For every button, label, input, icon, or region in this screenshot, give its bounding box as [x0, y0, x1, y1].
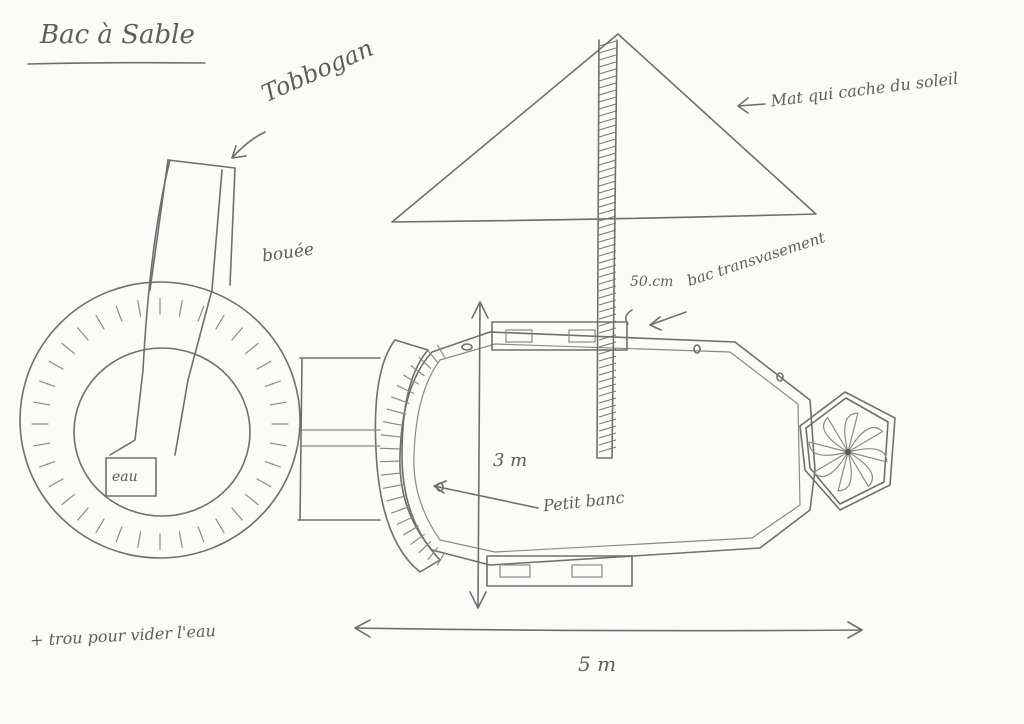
sandbox-body: [399, 331, 816, 566]
label-eau: eau: [112, 469, 138, 485]
tobbogan-slide: [109, 159, 236, 456]
drawing-title: Bac à Sable: [40, 20, 195, 50]
annotation-arrows: [231, 97, 766, 509]
label-height-50cm: 50.cm: [630, 274, 674, 290]
petit-banc-slats: [379, 344, 446, 566]
connector-tube: [297, 357, 381, 521]
rim-bolts: [436, 343, 784, 492]
petit-banc-shape: [374, 339, 441, 573]
bouee-ring: [19, 281, 301, 559]
sandbox-inner-wall: [413, 343, 801, 553]
eau-box: [105, 457, 157, 497]
title-underline: [27, 61, 206, 65]
label-width-3m: 3 m: [493, 450, 528, 471]
pinwheel: [799, 391, 896, 511]
umbrella-canopy: [391, 33, 817, 223]
dimension-5m: [354, 619, 863, 639]
label-length-5m: 5 m: [578, 652, 617, 676]
dimension-3m: [469, 301, 489, 609]
umbrella-pole: [596, 39, 618, 459]
transvasement-bin-bottom: [486, 555, 633, 587]
transvasement-bin-top: [491, 321, 628, 351]
